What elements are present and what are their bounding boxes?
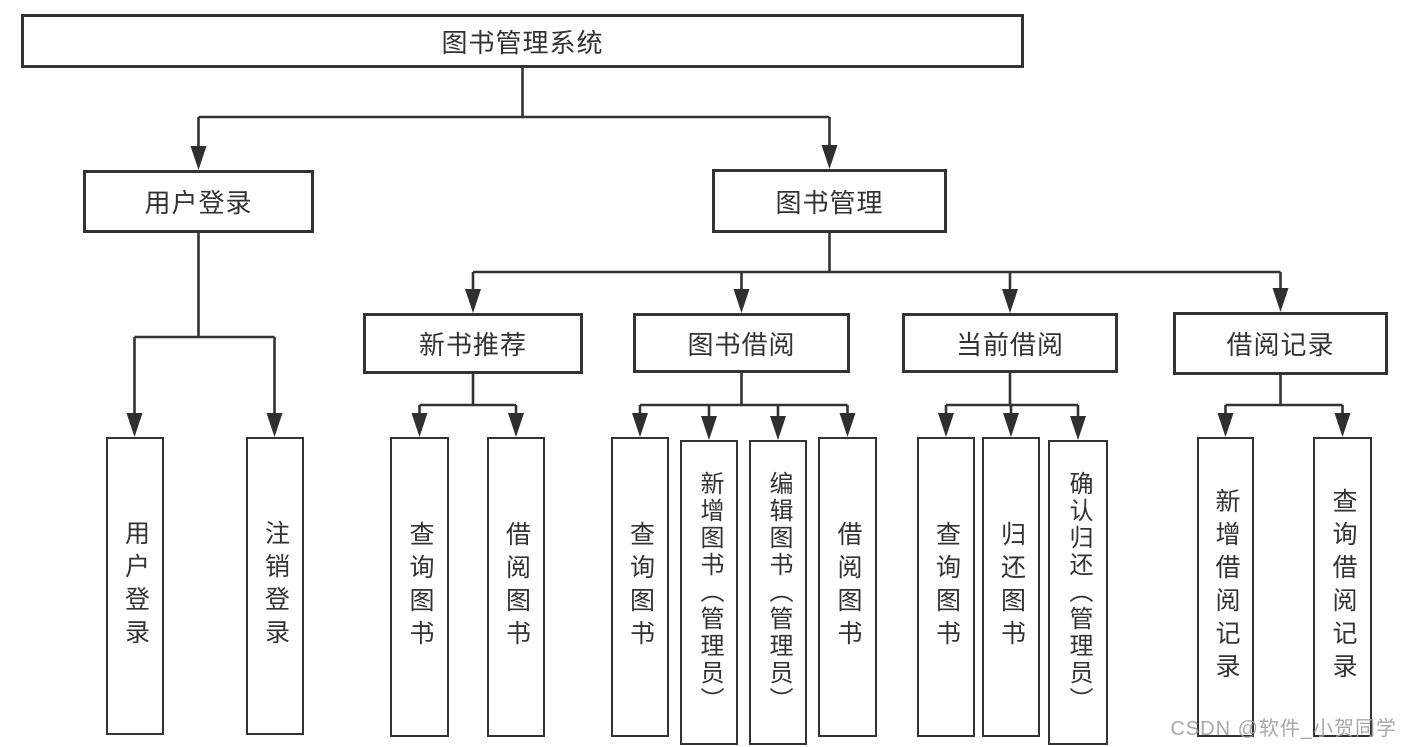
leaf-return-book: 归还图书 bbox=[982, 437, 1040, 737]
leaf-user-login: 用户登录 bbox=[106, 437, 164, 735]
node-user-login: 用户登录 bbox=[83, 170, 314, 233]
leaf-query-books-3: 查询图书 bbox=[917, 437, 975, 737]
node-book-borrow: 图书借阅 bbox=[633, 313, 850, 373]
leaf-edit-book-admin: 编辑图书（管理员） bbox=[749, 440, 807, 745]
leaf-confirm-return-admin: 确认归还（管理员） bbox=[1048, 440, 1108, 745]
node-book-management: 图书管理 bbox=[712, 169, 947, 233]
node-new-book-recommend: 新书推荐 bbox=[363, 313, 583, 374]
csdn-watermark: CSDN @软件_小贺同学 bbox=[1170, 718, 1397, 740]
node-root-system: 图书管理系统 bbox=[21, 14, 1024, 68]
leaf-borrow-books-1: 借阅图书 bbox=[487, 437, 545, 737]
leaf-query-books-1: 查询图书 bbox=[390, 437, 449, 737]
leaf-add-book-admin: 新增图书（管理员） bbox=[680, 440, 738, 745]
leaf-logout: 注销登录 bbox=[246, 437, 304, 735]
node-borrow-record: 借阅记录 bbox=[1173, 312, 1388, 375]
leaf-query-borrow-record: 查询借阅记录 bbox=[1313, 437, 1372, 737]
leaf-add-borrow-record: 新增借阅记录 bbox=[1197, 437, 1254, 737]
leaf-query-books-2: 查询图书 bbox=[611, 437, 669, 737]
leaf-borrow-books-2: 借阅图书 bbox=[818, 437, 877, 737]
node-current-borrow: 当前借阅 bbox=[902, 313, 1118, 373]
